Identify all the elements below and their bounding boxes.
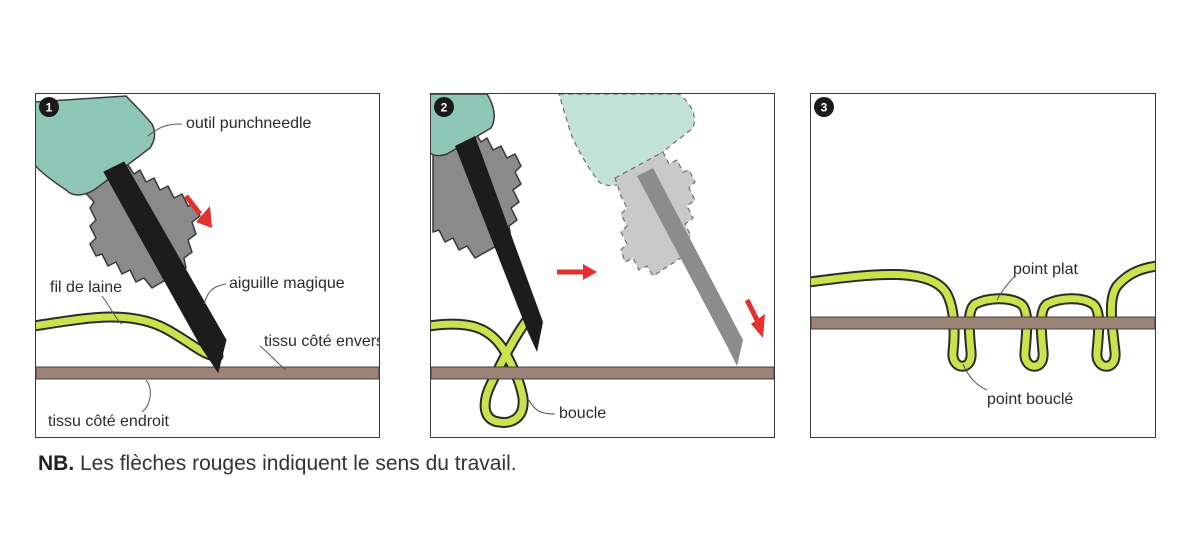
label-loop: boucle	[559, 405, 606, 422]
tool-handle-faded	[558, 94, 695, 187]
label-flat-stitch: point plat	[1013, 261, 1078, 278]
step-number-badge	[814, 97, 834, 117]
step-number-badge	[39, 97, 59, 117]
fabric-strip	[811, 316, 1155, 330]
fabric-strip	[431, 366, 774, 380]
footnote-prefix: NB.	[38, 452, 75, 475]
direction-arrow	[184, 194, 212, 228]
step-number: 1	[46, 101, 53, 115]
step-number: 3	[821, 101, 828, 115]
magic-needle-faded	[637, 168, 743, 366]
step-3-illustration: 3 point plat point bouclé	[811, 97, 1155, 408]
magic-needle	[455, 136, 543, 352]
direction-arrow-right	[557, 264, 597, 280]
step-number-badge	[434, 97, 454, 117]
direction-arrow-down	[744, 298, 765, 338]
footnote-text: Les flèches rouges indiquent le sens du …	[74, 452, 517, 475]
panel-step-2: 2 boucle	[430, 93, 775, 438]
step-2-illustration: 2 boucle	[431, 94, 774, 428]
magic-needle	[103, 161, 227, 374]
label-needle: aiguille magique	[229, 275, 345, 292]
label-tool: outil punchneedle	[186, 115, 312, 132]
yarn-stitches	[811, 262, 1155, 370]
panel-step-1: 1 outil punchneedle aiguille magique fil…	[35, 93, 380, 438]
panel-step-3: 3 point plat point bouclé	[810, 93, 1156, 438]
label-yarn: fil de laine	[50, 279, 122, 296]
step-1-illustration: 1 outil punchneedle aiguille magique fil…	[36, 95, 379, 430]
label-fabric-front: tissu côté endroit	[48, 413, 170, 430]
label-looped-stitch: point bouclé	[987, 391, 1073, 408]
fabric-strip	[36, 366, 379, 380]
label-fabric-back: tissu côté envers	[264, 333, 379, 350]
footnote: NB. Les flèches rouges indiquent le sens…	[38, 452, 517, 476]
step-number: 2	[441, 101, 448, 115]
